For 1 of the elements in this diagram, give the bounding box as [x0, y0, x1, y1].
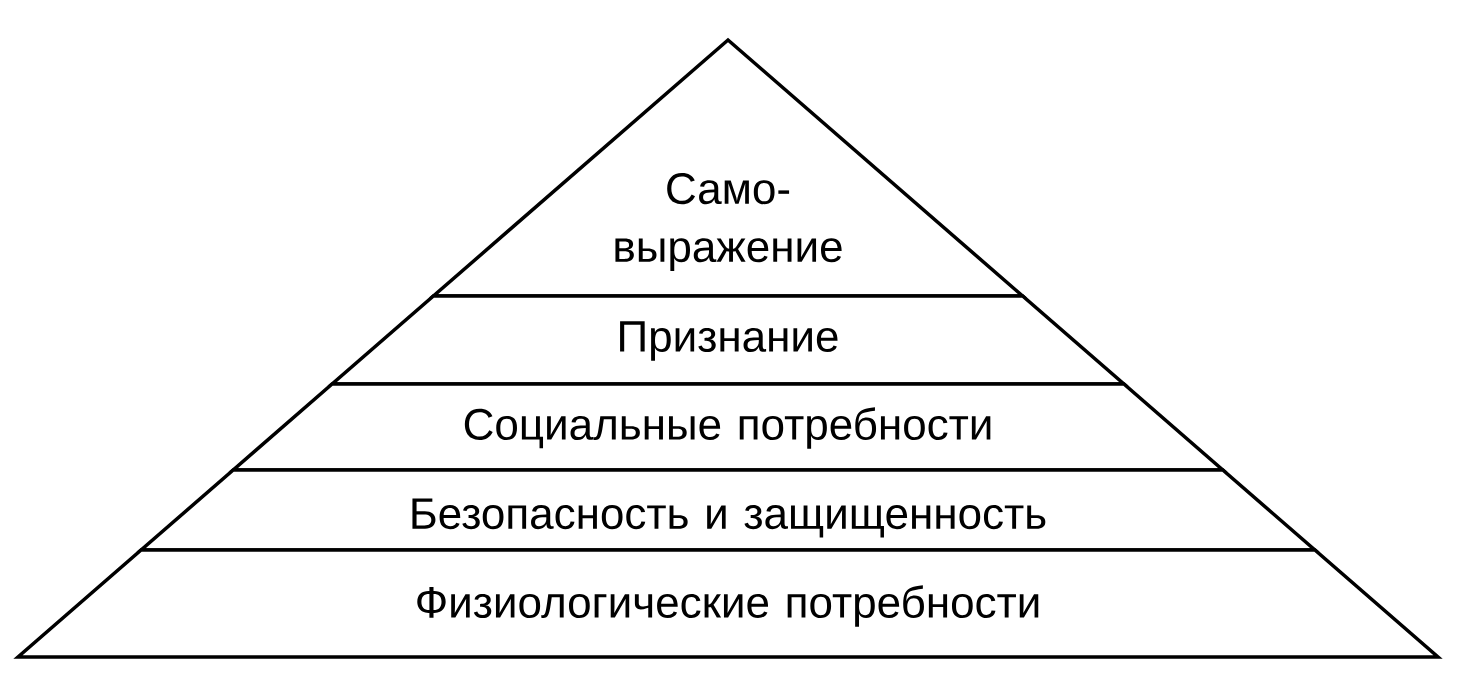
node-label: Физиологические потребности: [417, 585, 1039, 627]
